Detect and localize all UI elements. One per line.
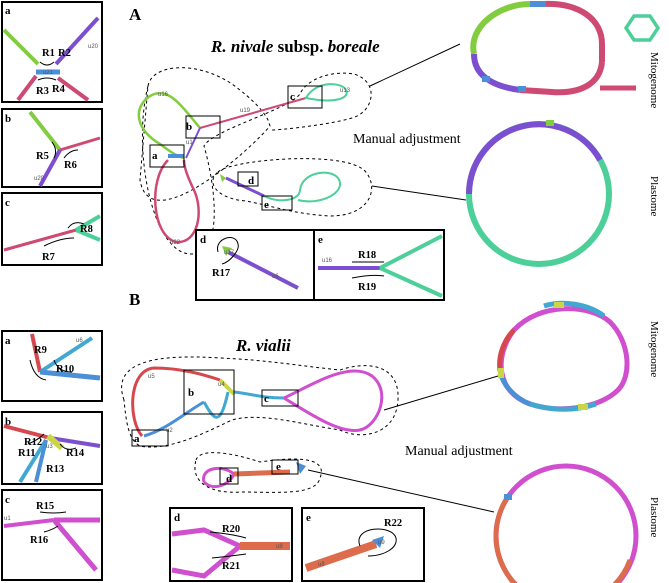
inset-c-vialii: c R15 R16 u1 — [1, 489, 103, 581]
inset-a-nivale-letter: a — [5, 5, 11, 17]
inset-d-nivale-u2: u6 — [272, 274, 279, 280]
panel-a-annotation: Manual adjustment — [353, 132, 461, 147]
inset-b-vialii-letter: b — [5, 416, 11, 428]
inset-a-nivale-r2: R2 — [58, 48, 71, 59]
graph-b-box-c: c — [264, 393, 269, 405]
inset-b-nivale: b R5 R6 u20 — [1, 108, 103, 188]
inset-e-vialii-u1: u8 — [318, 562, 325, 568]
graph-b-label-u5: u5 — [148, 374, 155, 380]
graph-a-box-d: d — [248, 175, 254, 187]
inset-c-vialii-r1: R15 — [36, 501, 54, 512]
inset-c-vialii-letter: c — [5, 494, 10, 506]
inset-b-vialii: b R12 R11 R13 R14 u3 — [1, 411, 103, 485]
graph-b: a b c u5 u4 u2 d e — [121, 356, 399, 493]
inset-d-vialii-r1: R20 — [222, 524, 240, 535]
graph-b-box-a: a — [134, 433, 140, 445]
inset-b-vialii-r3: R13 — [46, 464, 64, 475]
inset-a-nivale-u1: u21 — [43, 70, 54, 76]
plastome-a-label: Plastome — [648, 176, 660, 216]
plastome-b — [493, 463, 639, 583]
graph-a-label-u19: u19 — [240, 108, 251, 114]
inset-d-vialii-u1: u8 — [276, 544, 283, 550]
inset-d-nivale-u1: u17 — [224, 250, 235, 256]
inset-e-vialii-letter: e — [306, 512, 311, 524]
inset-b-vialii-r2: R11 — [18, 448, 36, 459]
inset-a-nivale-u2: u20 — [88, 44, 99, 50]
inset-c-nivale-r2: R7 — [42, 252, 55, 263]
panel-b-letter: B — [129, 290, 140, 309]
inset-c-nivale-r1: R8 — [80, 224, 93, 235]
panel-a-title: R. nivale subsp. boreale — [210, 37, 380, 56]
inset-d-vialii: d R20 R21 u8 — [169, 507, 293, 582]
inset-b-vialii-r4: R14 — [66, 448, 85, 459]
inset-b-nivale-u1: u20 — [34, 176, 45, 182]
mitogenome-a-label: Mitogenome — [648, 52, 660, 108]
plastome-b-label: Plastome — [648, 497, 660, 537]
inset-a-vialii: a R9 R10 u6 — [1, 330, 103, 402]
graph-a-label-u1: u1 — [186, 140, 193, 146]
graph-b-label-u4: u4 — [218, 382, 225, 388]
inset-a-nivale-r4: R4 — [52, 84, 66, 95]
plastome-a — [466, 120, 612, 267]
inset-d-vialii-letter: d — [174, 512, 180, 524]
inset-e-vialii: e R22 u8 u9 — [301, 507, 425, 582]
inset-b-nivale-letter: b — [5, 113, 11, 125]
graph-a-label-u13: u13 — [340, 88, 351, 94]
panel-a-letter: A — [129, 5, 142, 24]
inset-a-nivale-r3: R3 — [36, 86, 49, 97]
mitogenome-b — [497, 300, 630, 412]
inset-d-nivale-r1: R17 — [212, 268, 230, 279]
graph-a-label-u22: u22 — [170, 240, 181, 246]
inset-c-nivale: c R8 R7 — [1, 192, 103, 266]
inset-e-nivale-r1: R18 — [358, 250, 376, 261]
inset-e-nivale-u1: u16 — [322, 258, 333, 264]
mitogenome-b-label: Mitogenome — [648, 321, 660, 377]
inset-d-vialii-r2: R21 — [222, 561, 240, 572]
inset-a-nivale: a R1 R2 R3 R4 u21 u20 — [1, 1, 103, 103]
graph-a-label-u16: u16 — [158, 92, 169, 98]
inset-e-vialii-u2: u9 — [378, 540, 385, 546]
graph-a-box-a: a — [152, 150, 158, 162]
inset-a-vialii-r2: R10 — [56, 364, 74, 375]
panel-b-title: R. vialii — [235, 336, 291, 355]
mitogenome-a — [470, 0, 661, 96]
inset-e-nivale: e R18 R19 u16 — [313, 229, 445, 301]
inset-c-vialii-r2: R16 — [30, 535, 48, 546]
graph-b-box-e: e — [276, 461, 281, 473]
inset-d-nivale-letter: d — [200, 234, 206, 246]
inset-a-vialii-letter: a — [5, 335, 11, 347]
graph-b-box-d: d — [226, 473, 232, 485]
inset-a-vialii-r1: R9 — [34, 345, 47, 356]
inset-c-nivale-letter: c — [5, 197, 10, 209]
inset-a-nivale-r1: R1 — [42, 48, 55, 59]
inset-c-vialii-u1: u1 — [4, 516, 11, 522]
panel-b-annotation: Manual adjustment — [405, 444, 513, 459]
inset-b-vialii-u1: u3 — [46, 444, 53, 450]
inset-d-nivale: d R17 u17 u6 — [195, 229, 327, 301]
inset-b-vialii-r1: R12 — [24, 437, 42, 448]
graph-a-box-c: c — [290, 91, 295, 103]
graph-b-box-b: b — [188, 387, 194, 399]
inset-a-vialii-u1: u6 — [76, 338, 83, 344]
graph-a-box-e: e — [264, 199, 269, 211]
graph-a-box-b: b — [186, 121, 192, 133]
inset-b-nivale-r2: R6 — [64, 160, 77, 171]
inset-e-nivale-r2: R19 — [358, 282, 376, 293]
inset-b-nivale-r1: R5 — [36, 151, 49, 162]
graph-a: a b c u16 u19 u13 u22 u1 d e — [137, 67, 373, 255]
inset-e-vialii-r1: R22 — [384, 518, 402, 529]
inset-e-nivale-letter: e — [318, 234, 323, 246]
graph-b-label-u2: u2 — [166, 428, 173, 434]
